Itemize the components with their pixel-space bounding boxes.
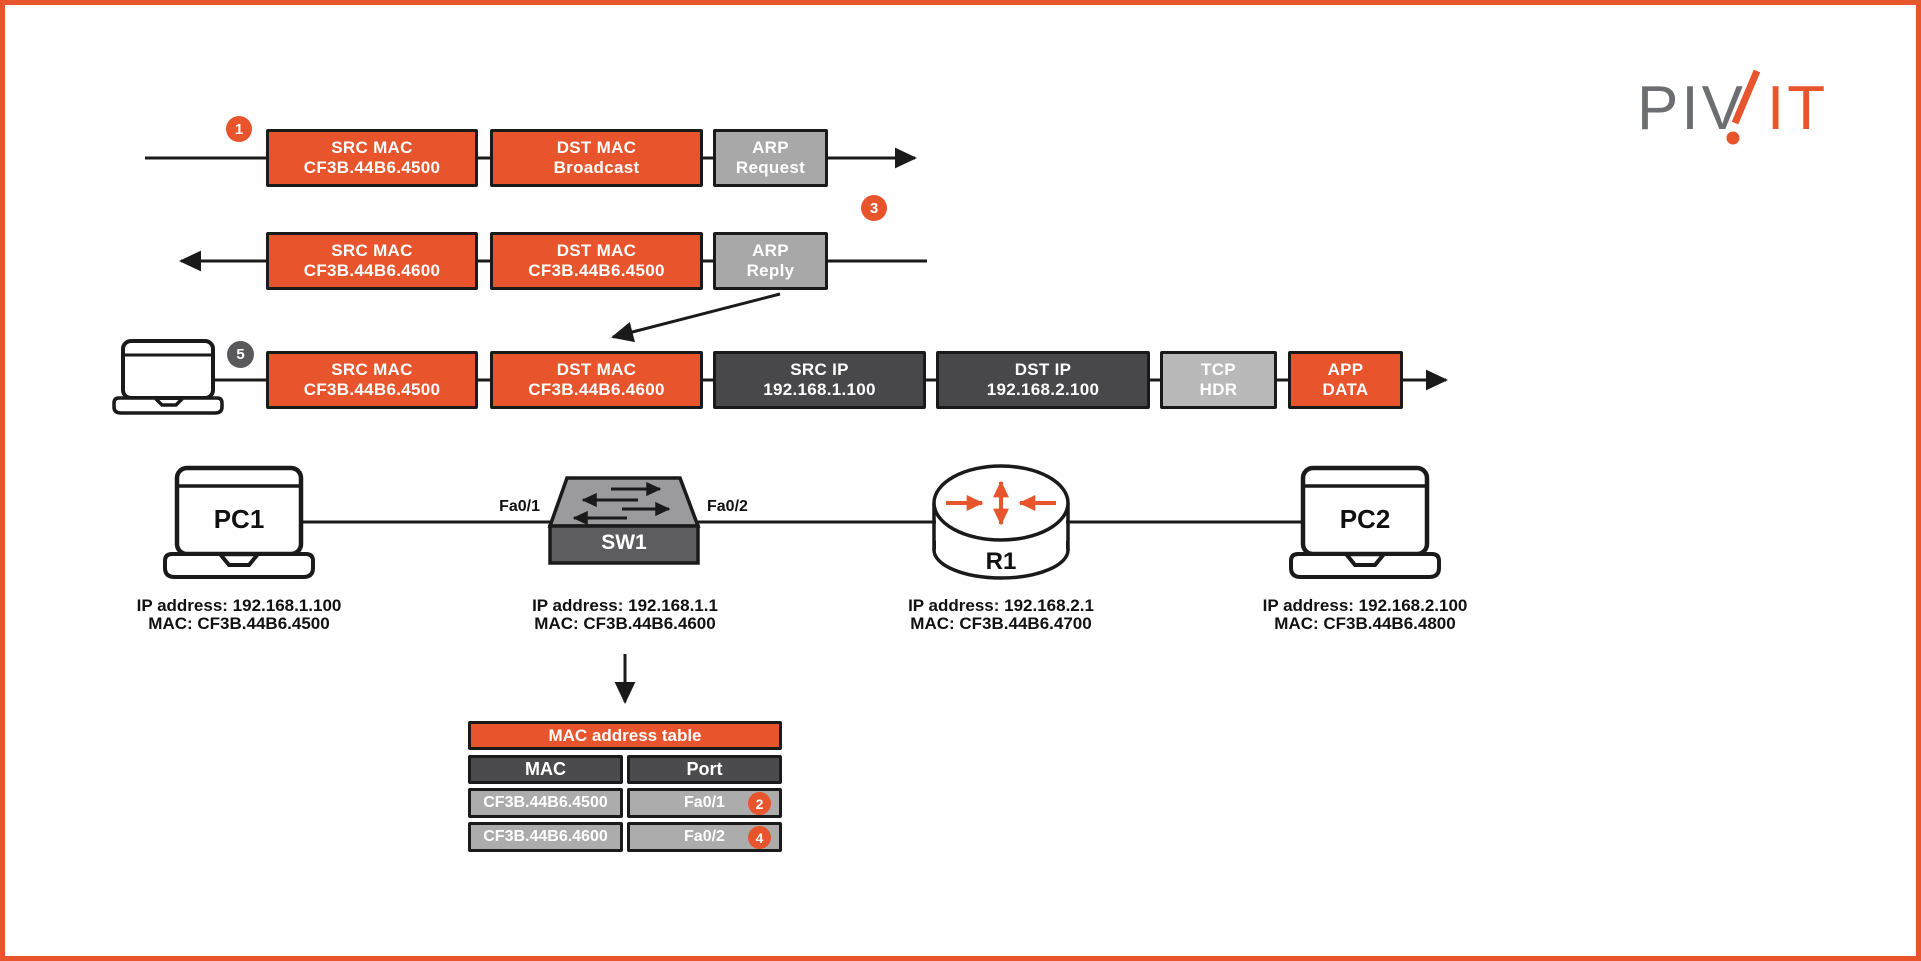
field-value: Broadcast — [553, 158, 640, 177]
reply-to-frame-diagonal-arrow — [611, 292, 781, 343]
data-frame-dst-ip-field: DST IP 192.168.2.100 — [936, 351, 1150, 409]
router-icon — [932, 464, 1070, 580]
sw1-port-fa01-label: Fa0/1 — [499, 498, 540, 515]
pivit-logo-dot — [1726, 131, 1740, 145]
pc2-address-label: IP address: 192.168.2.100 MAC: CF3B.44B6… — [1215, 597, 1515, 633]
data-frame-app-data-field: APP DATA — [1288, 351, 1403, 409]
arp-request-src-mac-field: SRC MAC CF3B.44B6.4500 — [266, 129, 478, 187]
arp-reply-dst-mac-field: DST MAC CF3B.44B6.4500 — [490, 232, 703, 290]
pivit-logo-slash — [1731, 69, 1761, 125]
arp-reply-type-field: ARP Reply — [713, 232, 828, 290]
field-value: DATA — [1322, 380, 1369, 399]
data-frame-dst-mac-field: DST MAC CF3B.44B6.4600 — [490, 351, 703, 409]
r1-ip: IP address: 192.168.2.1 — [908, 596, 1094, 615]
diagram-artwork — [112, 147, 1448, 704]
field-value: CF3B.44B6.4500 — [303, 380, 441, 399]
pivit-logo-orange-text: IT — [1767, 74, 1828, 143]
sw1-address-label: IP address: 192.168.1.1 MAC: CF3B.44B6.4… — [475, 597, 775, 633]
field-value: HDR — [1199, 380, 1238, 399]
field-value: 192.168.1.100 — [763, 380, 876, 399]
field-value: CF3B.44B6.4600 — [528, 380, 665, 399]
field-title: SRC MAC — [331, 138, 413, 157]
field-title: SRC IP — [790, 360, 849, 379]
pc2-name: PC2 — [1339, 504, 1391, 534]
r1-name: R1 — [985, 548, 1017, 575]
field-title: ARP — [752, 138, 789, 157]
arp-reply-src-mac-field: SRC MAC CF3B.44B6.4600 — [266, 232, 478, 290]
pivit-logo: PIV IT — [1637, 69, 1828, 145]
data-frame-src-ip-field: SRC IP 192.168.1.100 — [713, 351, 926, 409]
step-badge-2: 2 — [748, 792, 771, 815]
field-title: APP — [1327, 360, 1364, 379]
sw1-mac: MAC: CF3B.44B6.4600 — [534, 614, 716, 633]
pc1-name: PC1 — [213, 504, 265, 534]
step-badge-4-number: 4 — [755, 829, 764, 846]
mac-table-row2-port: Fa0/2 — [627, 822, 782, 852]
step-badge-2-number: 2 — [755, 795, 764, 812]
field-title: DST MAC — [556, 241, 637, 260]
r1-mac: MAC: CF3B.44B6.4700 — [910, 614, 1092, 633]
step-badge-5-number: 5 — [236, 346, 245, 363]
field-value: 192.168.2.100 — [986, 380, 1100, 399]
pc1-ip: IP address: 192.168.1.100 — [136, 596, 342, 615]
step-badge-4: 4 — [748, 826, 771, 849]
sw1-name: SW1 — [601, 531, 647, 554]
mac-table-col-port: Port — [627, 755, 782, 784]
field-title: DST MAC — [556, 138, 637, 157]
data-frame-src-mac-field: SRC MAC CF3B.44B6.4500 — [266, 351, 478, 409]
field-title: DST MAC — [556, 360, 637, 379]
mac-table-row2-mac: CF3B.44B6.4600 — [468, 822, 623, 852]
mac-table-col-mac: MAC — [468, 755, 623, 784]
pc1-address-label: IP address: 192.168.1.100 MAC: CF3B.44B6… — [89, 597, 389, 633]
pc2-mac: MAC: CF3B.44B6.4800 — [1274, 614, 1456, 633]
pivit-logo-gray-text: PIV — [1637, 74, 1746, 143]
field-value: Request — [735, 158, 806, 177]
switch-icon — [547, 476, 701, 565]
field-value: Reply — [746, 261, 795, 280]
field-title: ARP — [752, 241, 789, 260]
field-title: SRC MAC — [331, 360, 413, 379]
field-title: SRC MAC — [331, 241, 413, 260]
mac-table-row1-mac: CF3B.44B6.4500 — [468, 788, 623, 818]
pc1-laptop-icon — [163, 465, 315, 579]
step-badge-1: 1 — [226, 116, 252, 142]
step-badge-1-number: 1 — [234, 120, 244, 138]
sw1-port-fa02-label: Fa0/2 — [707, 498, 748, 515]
field-value: CF3B.44B6.4600 — [303, 261, 441, 280]
r1-address-label: IP address: 192.168.2.1 MAC: CF3B.44B6.4… — [851, 597, 1151, 633]
arp-request-type-field: ARP Request — [713, 129, 828, 187]
field-value: CF3B.44B6.4500 — [303, 158, 441, 177]
step-badge-5: 5 — [227, 341, 254, 368]
field-value: CF3B.44B6.4500 — [528, 261, 665, 280]
arp-request-dst-mac-field: DST MAC Broadcast — [490, 129, 703, 187]
sw1-ip: IP address: 192.168.1.1 — [532, 596, 718, 615]
pc2-ip: IP address: 192.168.2.100 — [1262, 596, 1468, 615]
pc2-laptop-icon — [1289, 465, 1441, 579]
pc1-mac: MAC: CF3B.44B6.4500 — [148, 614, 330, 633]
mac-table-title: MAC address table — [468, 721, 782, 750]
field-title: DST IP — [1014, 360, 1072, 379]
field-title: TCP — [1201, 360, 1236, 379]
laptop-icon — [112, 339, 224, 415]
step-badge-3-number: 3 — [869, 199, 879, 217]
data-frame-tcp-hdr-field: TCP HDR — [1160, 351, 1277, 409]
step-badge-3: 3 — [861, 195, 887, 221]
